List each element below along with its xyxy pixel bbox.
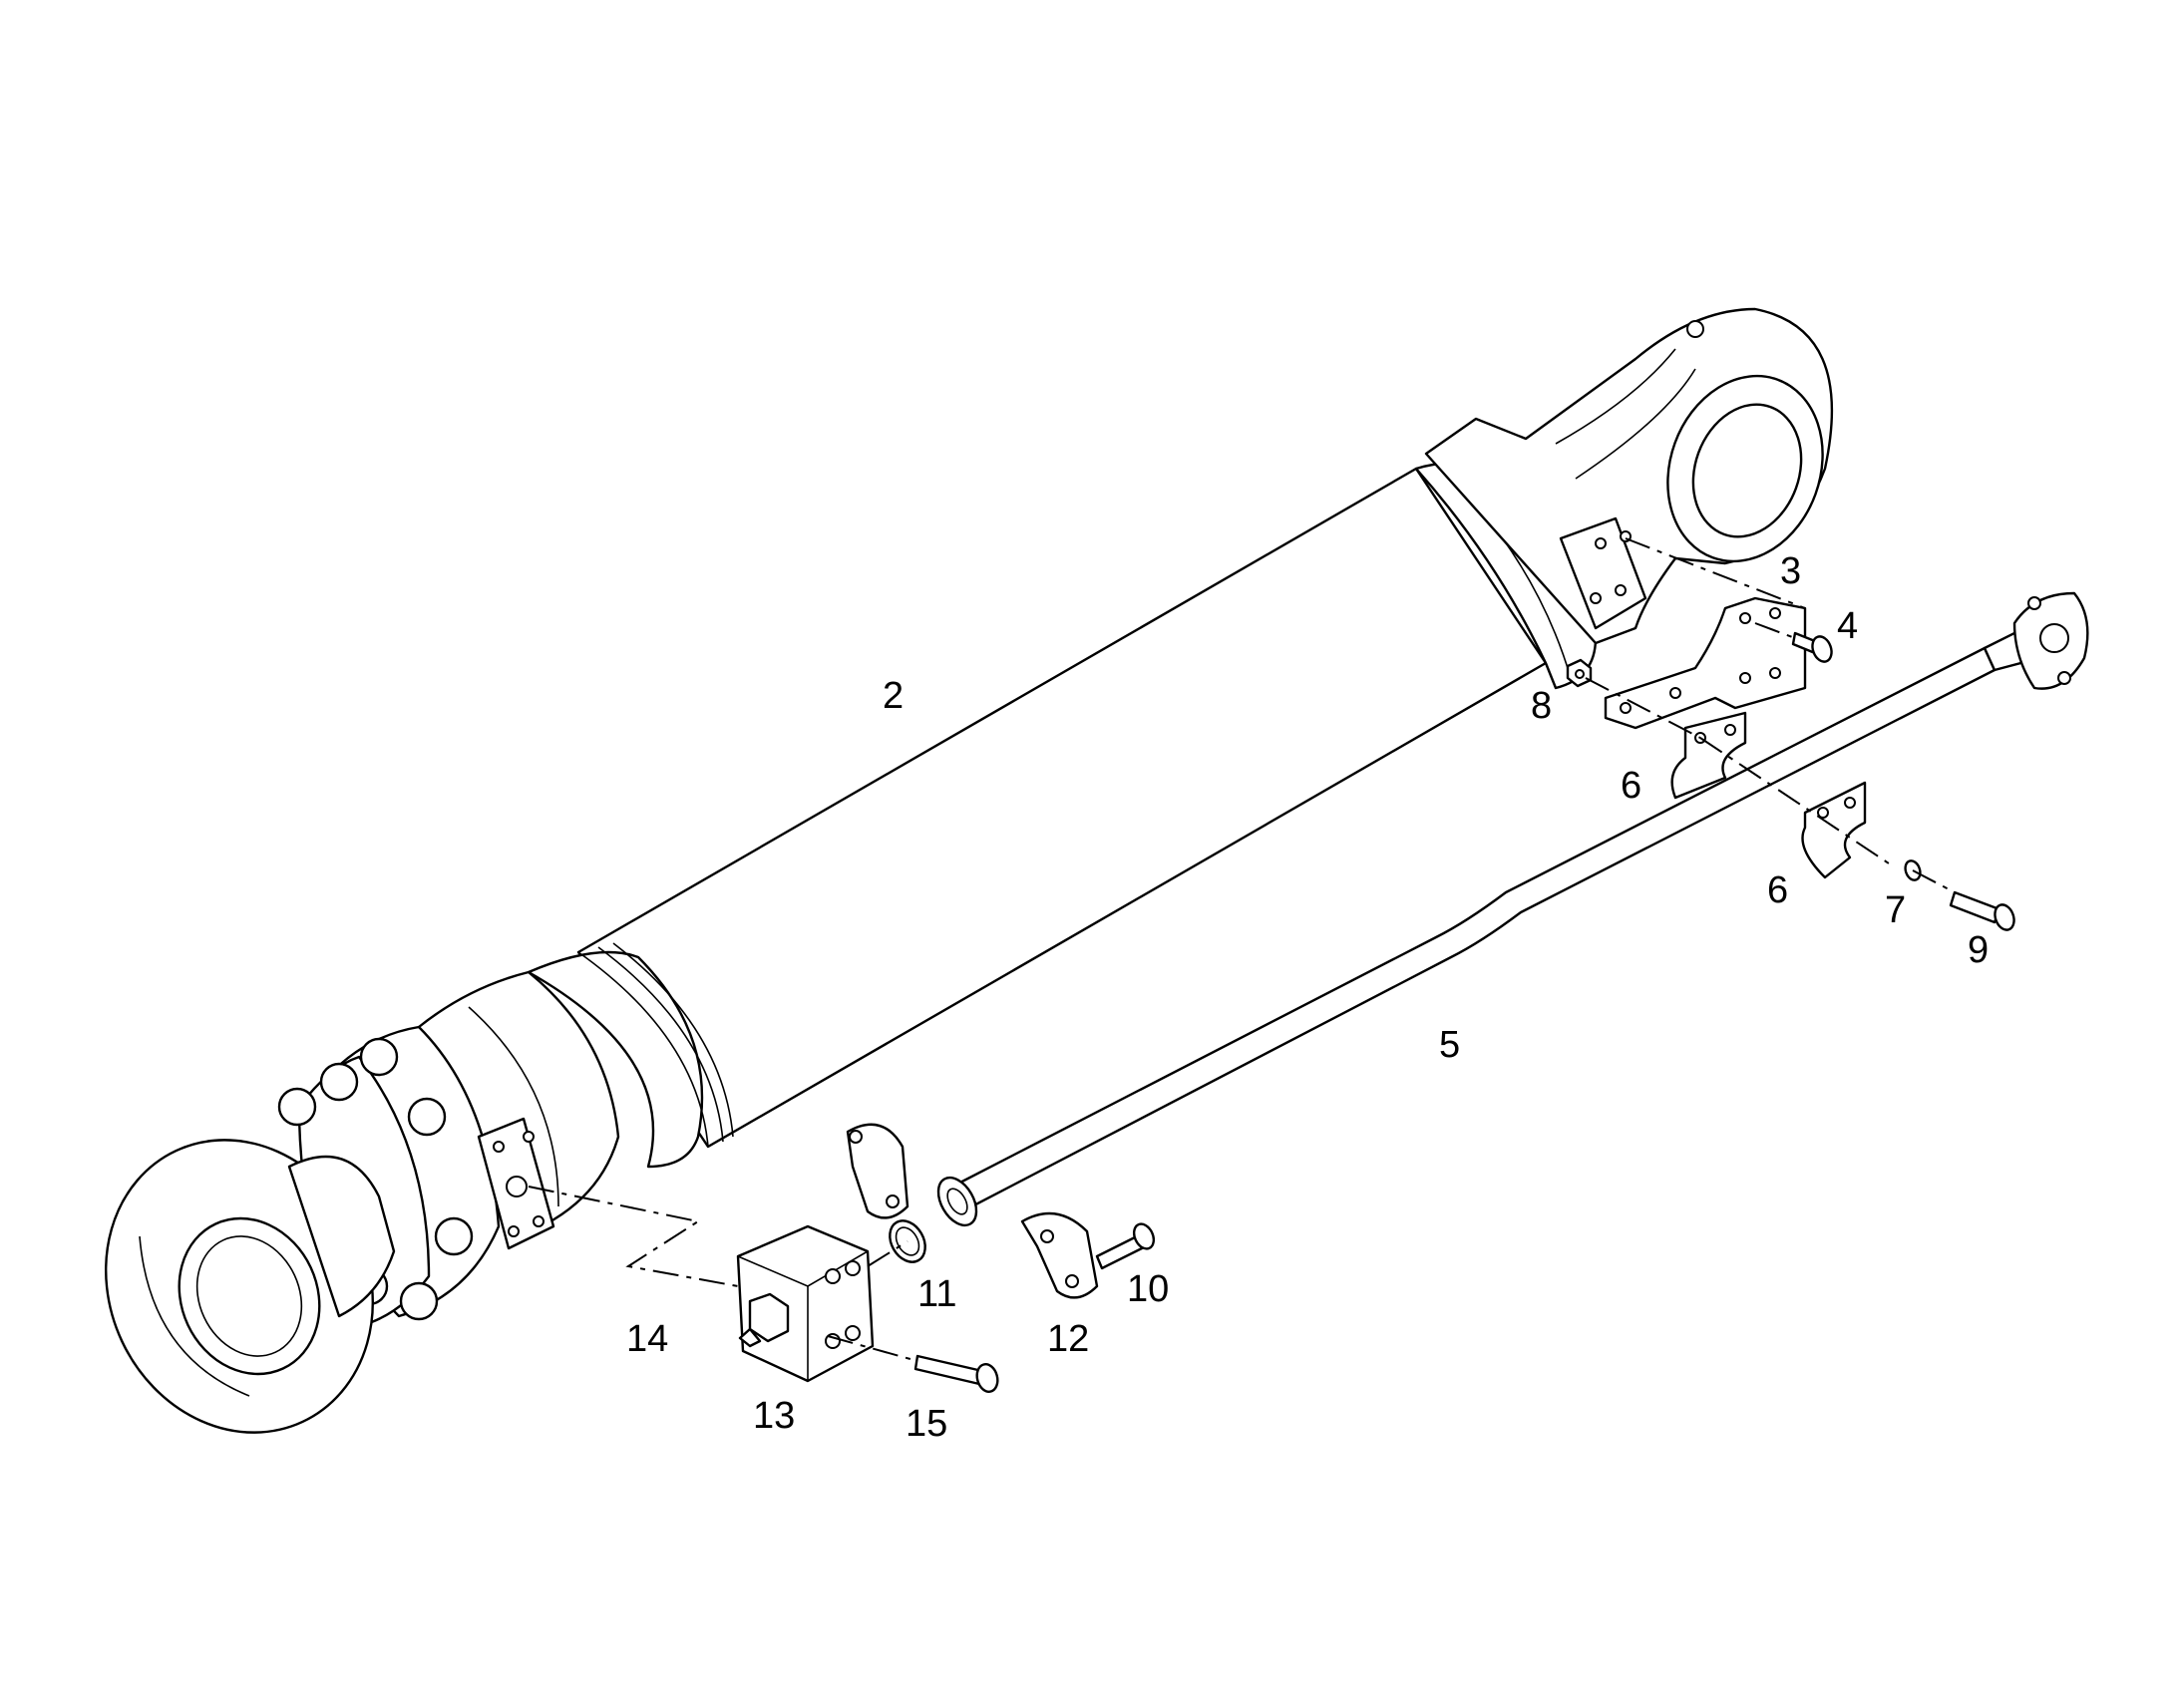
screw-10 — [1095, 1222, 1156, 1270]
callout-9: 9 — [1968, 929, 1989, 971]
bracket-3 — [1604, 596, 1807, 730]
bolt-head-icon — [359, 1037, 399, 1077]
callout-2: 2 — [883, 675, 904, 717]
nut-8 — [1566, 658, 1593, 688]
screw-4 — [1791, 631, 1833, 663]
callout-8: 8 — [1531, 685, 1552, 727]
clamp-half-6-lower — [1801, 781, 1867, 879]
callouts: 2 3 4 5 6 6 7 8 9 10 11 12 13 14 15 — [626, 550, 1989, 1445]
clamp-half-upper — [846, 1123, 909, 1219]
callout-12: 12 — [1047, 1318, 1089, 1360]
screw-15 — [913, 1354, 999, 1393]
rear-clevis-eye — [1424, 307, 1833, 645]
callout-6-lower: 6 — [1767, 869, 1788, 911]
cylinder-barrel — [417, 460, 1598, 1238]
assembly-leader-lines — [528, 537, 1956, 1362]
valve-mounting-pad — [477, 1117, 555, 1250]
callout-5: 5 — [1439, 1024, 1460, 1066]
callout-14: 14 — [626, 1318, 668, 1360]
rear-mounting-pad — [1559, 516, 1647, 630]
callout-15: 15 — [906, 1403, 947, 1445]
valve-block-13 — [736, 1224, 875, 1383]
callout-6-upper: 6 — [1621, 765, 1641, 807]
bolt-head-icon — [277, 1087, 317, 1127]
callout-10: 10 — [1127, 1268, 1169, 1310]
callout-7: 7 — [1885, 889, 1906, 931]
callout-4: 4 — [1837, 605, 1858, 647]
hydraulic-tube — [936, 591, 2089, 1227]
clamp-half-6-upper — [1670, 711, 1747, 800]
callout-11: 11 — [917, 1273, 956, 1315]
front-rod-eye — [105, 1139, 396, 1434]
callout-3: 3 — [1780, 550, 1801, 592]
clamp-half-12 — [1020, 1211, 1099, 1299]
bolt-head-icon — [407, 1097, 447, 1137]
bolt-head-icon — [434, 1216, 474, 1256]
bolt-head-icon — [399, 1281, 439, 1321]
callout-13: 13 — [753, 1395, 795, 1437]
bolt-head-icon — [319, 1062, 359, 1102]
screw-9 — [1949, 890, 2015, 931]
